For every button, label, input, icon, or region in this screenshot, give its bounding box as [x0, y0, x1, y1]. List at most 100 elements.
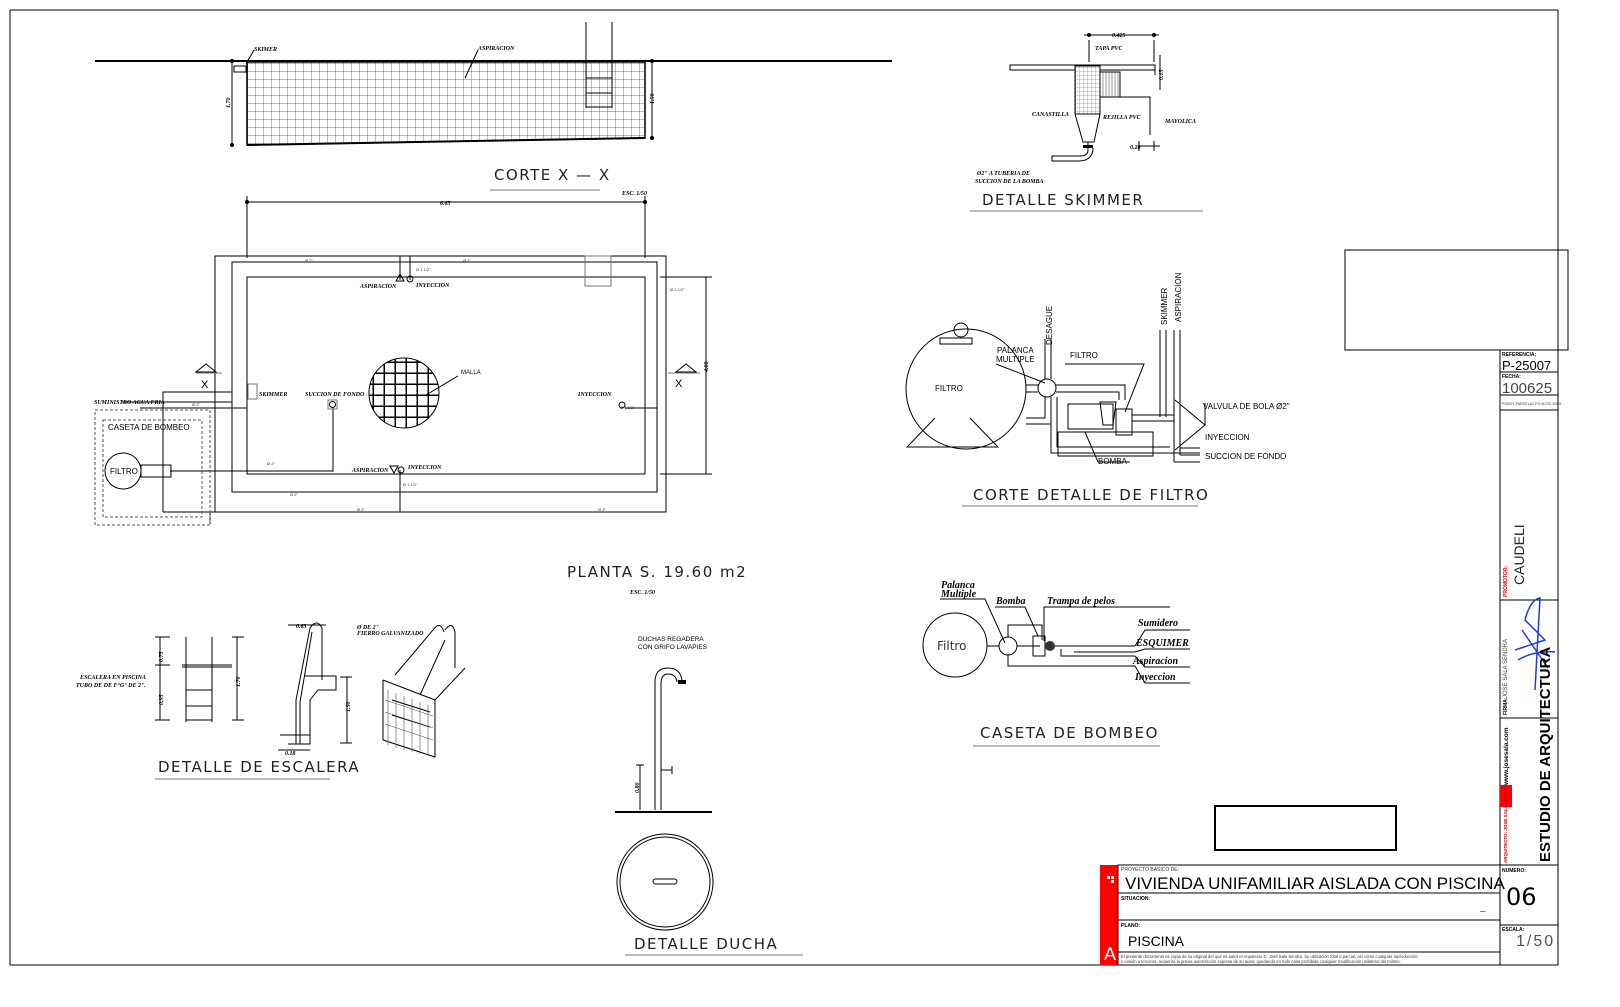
- label-rejilla: REJILLA PVC: [1102, 115, 1142, 121]
- pipe-size-succion: Ø 2": [267, 461, 275, 466]
- ladder: [585, 22, 613, 108]
- mesh-drain: [368, 357, 440, 429]
- sheet-frame: [9, 9, 1569, 966]
- firma-value: JOSE SALA SENDRA: [1503, 639, 1509, 698]
- label-skimmer: SKIMMER: [259, 392, 287, 398]
- label-filtro: FILTRO: [1070, 351, 1098, 360]
- dim-upper: 0.75: [159, 652, 165, 663]
- label-aspiracion-bottom: ASPIRACION: [351, 468, 389, 474]
- escala-label: ESCALA:: [1502, 927, 1525, 933]
- firma-label: FIRMA:: [1503, 697, 1509, 715]
- proyecto-value: VIVIENDA UNIFAMILIAR AISLADA CON PISCINA: [1125, 874, 1505, 893]
- label-trampa: Trampa de pelos: [1047, 596, 1115, 607]
- label-succion-fondo: SUCCION DE FONDO: [305, 392, 365, 398]
- label-inyeccion-bottom: INYECCION: [407, 465, 442, 471]
- dim-total: 1.70: [236, 677, 242, 688]
- dim-step: 0.18: [285, 751, 296, 757]
- svg-text:X: X: [675, 378, 683, 390]
- title-block-right: REFERENCIA: P-25007 FECHA: 100625 P25007…: [1499, 349, 1562, 966]
- file-ref: P25007-PARCELA2 P.S.M.DIC.DWG: [1502, 402, 1562, 406]
- numero-label: NUMERO:: [1502, 868, 1526, 874]
- label-skimmer: SKIMER: [254, 47, 277, 53]
- numero-value: 06: [1506, 883, 1537, 911]
- shower-note-2: CON GRIFO LAVAPIES: [638, 644, 708, 651]
- plano-value: PISCINA: [1128, 933, 1185, 949]
- pipe-size-right-top: Ø 1 1/2": [670, 287, 685, 292]
- promotor-value: CAUDELI: [1511, 524, 1527, 585]
- label-palanca-1: PALANCA: [997, 346, 1034, 355]
- corte-xx-section: 1.70 1.50 SKIMER ASPIRACION CORTE X — X: [95, 22, 892, 191]
- corte-xx-title: CORTE X — X: [494, 166, 611, 184]
- pipe-size-top-right: Ø 2": [463, 258, 471, 263]
- dim-width: 0.63: [296, 624, 307, 630]
- logo-red-strip: [1100, 865, 1118, 965]
- web-link[interactable]: www.josesala.com: [1503, 727, 1510, 786]
- section-marker-left: X: [194, 363, 222, 391]
- ladder-plan: [584, 255, 612, 287]
- plano-label: PLANO:: [1121, 923, 1141, 929]
- scale-bottom: ESC. 1/50: [629, 590, 655, 596]
- label-valvula: VALVULA DE BOLA Ø2": [1203, 402, 1290, 411]
- referencia-value: P-25007: [1502, 358, 1551, 373]
- ducha-title: DETALLE DUCHA: [634, 935, 778, 953]
- label-filtro: FILTRO: [110, 467, 138, 476]
- proyecto-label: PROYECTO BASICO DE:: [1121, 867, 1179, 873]
- skimmer-mark: [233, 65, 247, 73]
- label-skimmer: SKIMMER: [1160, 287, 1169, 325]
- signature: [1514, 597, 1556, 691]
- pipe-size-bottom: Ø 2": [290, 492, 298, 497]
- ladder-note-1: ESCALERA EN PISCINA: [79, 675, 146, 681]
- pump-house-schematic: Filtro Palanca Multiple Bomba Trampa de …: [922, 580, 1190, 747]
- pipe-size-top-left: Ø 2": [305, 258, 313, 263]
- label-desague: DESAGUE: [1045, 306, 1054, 345]
- label-sumidero: Sumidero: [1138, 618, 1178, 629]
- pipe-size-inyeccion-bottom: Ø 1 1/2": [403, 482, 418, 487]
- planta-title: PLANTA S. 19.60 m2: [567, 563, 747, 581]
- ladder-detail: 0.75 0.95 1.70 ESCALERA EN PISCINA TUBO …: [76, 622, 466, 780]
- pool-plan: 6.65 ESC. 1/50 4.00 Ø 2" Ø 2" Ø 1 1/2" Ø…: [94, 191, 747, 596]
- shower-detail: DUCHAS REGADERA CON GRIFO LAVAPIES 0.80 …: [615, 636, 803, 956]
- label-aspiracion: ASPIRACION: [477, 46, 515, 52]
- skimmer-title: DETALLE SKIMMER: [982, 191, 1144, 209]
- label-caseta: CASETA DE BOMBEO: [108, 423, 190, 432]
- escalera-title: DETALLE DE ESCALERA: [158, 758, 360, 776]
- label-aspiracion-top: ASPIRACION: [359, 284, 397, 290]
- label-palanca-2: Multiple: [940, 589, 977, 600]
- label-filter-tank: FILTRO: [935, 384, 963, 393]
- skimmer-dim-bottom: 0.20: [1130, 145, 1141, 151]
- dim-depth-right: 1.50: [650, 94, 656, 105]
- dim-lower: 0.95: [159, 695, 165, 706]
- filter-section-detail: FILTRO DESAGUE SKIMMER ASPIRACION PALANC…: [905, 272, 1290, 507]
- label-mayolica: MAYOLICA: [1164, 119, 1196, 125]
- disclaimer-1: El presente documento es copia de su ori…: [1121, 954, 1418, 959]
- label-filtro: Filtro: [937, 639, 966, 653]
- shower-note-1: DUCHAS REGADERA: [638, 636, 704, 643]
- filtro-detalle-title: CORTE DETALLE DE FILTRO: [973, 486, 1209, 504]
- title-block-bottom: A PROYECTO BASICO DE: VIVIENDA UNIFAMILI…: [1100, 864, 1505, 966]
- empty-stamp-box: [1214, 805, 1397, 851]
- situacion-value: –: [1480, 906, 1486, 917]
- escala-value: 1/50: [1516, 933, 1555, 950]
- label-succion: SUCCION DE FONDO: [1205, 452, 1286, 461]
- label-suministro: SUMINISTRO AGUA FRIA: [94, 400, 165, 406]
- pipe-size-suministro: Ø 2": [192, 402, 200, 407]
- pipe-size-aspiracion: Ø 1 1/2": [416, 267, 431, 272]
- dim-depth: 1.50: [346, 702, 352, 713]
- dim-depth-left: 1.70: [226, 98, 232, 109]
- label-tuberia-2: SUCCION DE LA BOMBA: [975, 179, 1044, 185]
- skimmer-dim-width: 0.425: [1112, 33, 1126, 39]
- label-inyeccion-right: INYECCION: [577, 392, 612, 398]
- label-palanca-2: MULTIPLE: [996, 355, 1035, 364]
- label-esquimer: ESQUIMER: [1135, 638, 1189, 649]
- situacion-label: SITUACION:: [1121, 896, 1151, 902]
- label-canastilla: CANASTILLA: [1032, 112, 1069, 118]
- label-inyeccion-top: INYECCION: [415, 283, 450, 289]
- caseta-title: CASETA DE BOMBEO: [980, 724, 1159, 742]
- section-marker-right: X: [668, 363, 700, 390]
- pipe-size-right: Ø 1 1/2": [620, 405, 635, 410]
- logo-letter: A: [1104, 944, 1116, 964]
- label-tuberia-1: Ø2" A TUBERIA DE: [976, 171, 1030, 177]
- label-tapa: TAPA PVC: [1095, 46, 1123, 52]
- label-bomba: BOMBA: [1098, 457, 1128, 466]
- label-malla: MALLA: [461, 370, 481, 376]
